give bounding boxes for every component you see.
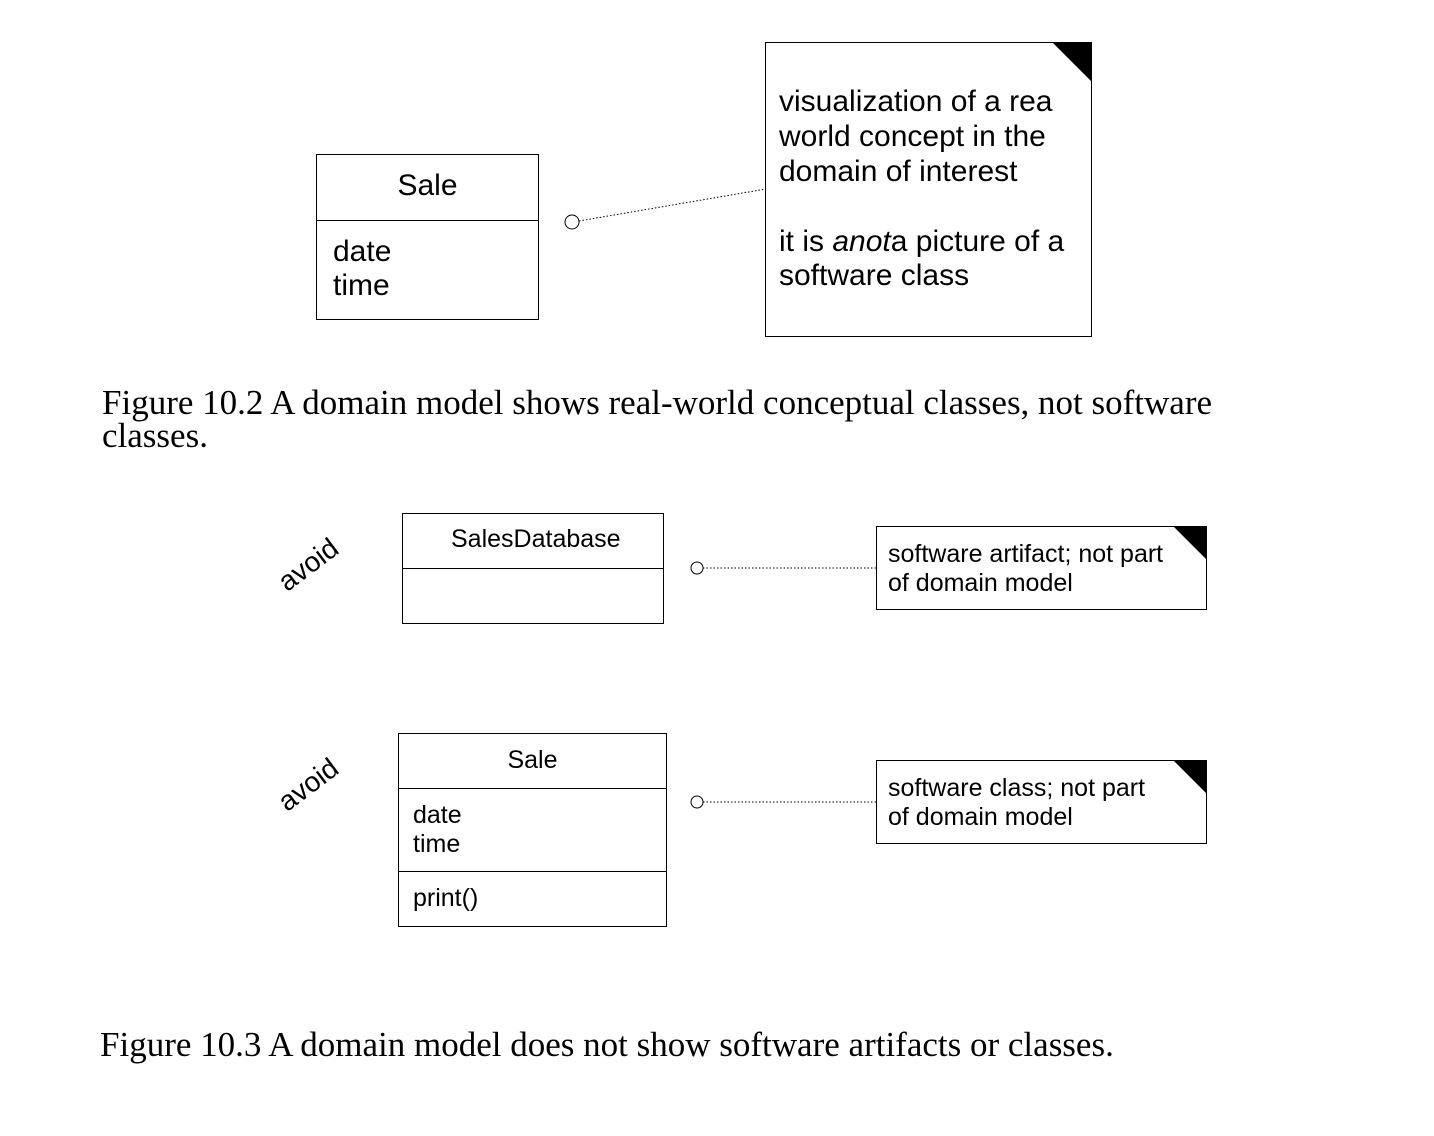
class-box-salesdatabase: SalesDatabase [402,513,664,624]
note-software-class: software class; not part of domain model [876,760,1207,844]
class-attribute: date [333,235,392,268]
class-divider [399,871,666,872]
note-fold-corner-icon [1174,527,1206,559]
figure-caption-10-2: Figure 10.2 A domain model shows real-wo… [102,383,1213,422]
note-line: domain of interest [779,155,1018,188]
note-software-artifact: software artifact; not part of domain mo… [876,526,1207,610]
note-line: software class [779,259,970,292]
note-line: of domain model [888,569,1073,597]
anchor-line-sale-note [578,188,767,222]
figure-caption-10-3: Figure 10.3 A domain model does not show… [100,1025,1114,1064]
note-line: world concept in the [779,120,1046,153]
class-box-sale-software: Sale date time print() [398,733,667,927]
anchor-circle-sale2 [690,795,704,809]
note-conceptual-class: visualization of a rea world concept in … [765,42,1092,337]
note-line-emphasis: it is anota picture of a [779,225,1064,259]
anchor-circle-salesdatabase [690,561,704,575]
figure-caption-10-2-continued: classes. [102,416,208,455]
anchor-circle-sale [564,214,580,230]
class-attribute: date [413,801,462,829]
note-line: software class; not part [888,774,1146,802]
class-name: Sale [397,169,458,202]
note-line: visualization of a rea [779,85,1053,118]
class-name: Sale [507,746,558,774]
class-attribute: time [333,269,390,302]
note-text-prefix: it is [779,225,833,258]
class-name: SalesDatabase [451,525,621,553]
note-line: of domain model [888,803,1073,831]
note-fold-corner-icon [1053,43,1091,81]
class-divider [317,220,538,221]
note-fold-corner-icon [1174,761,1206,793]
class-box-sale: Sale date time [316,154,539,320]
note-line: software artifact; not part [888,540,1164,568]
class-attribute: time [413,830,461,858]
class-operation: print() [413,884,479,912]
class-divider [399,788,666,789]
note-text-suffix: a picture of a [890,225,1065,258]
note-text-italic: anot [832,225,891,258]
class-divider [403,568,663,569]
